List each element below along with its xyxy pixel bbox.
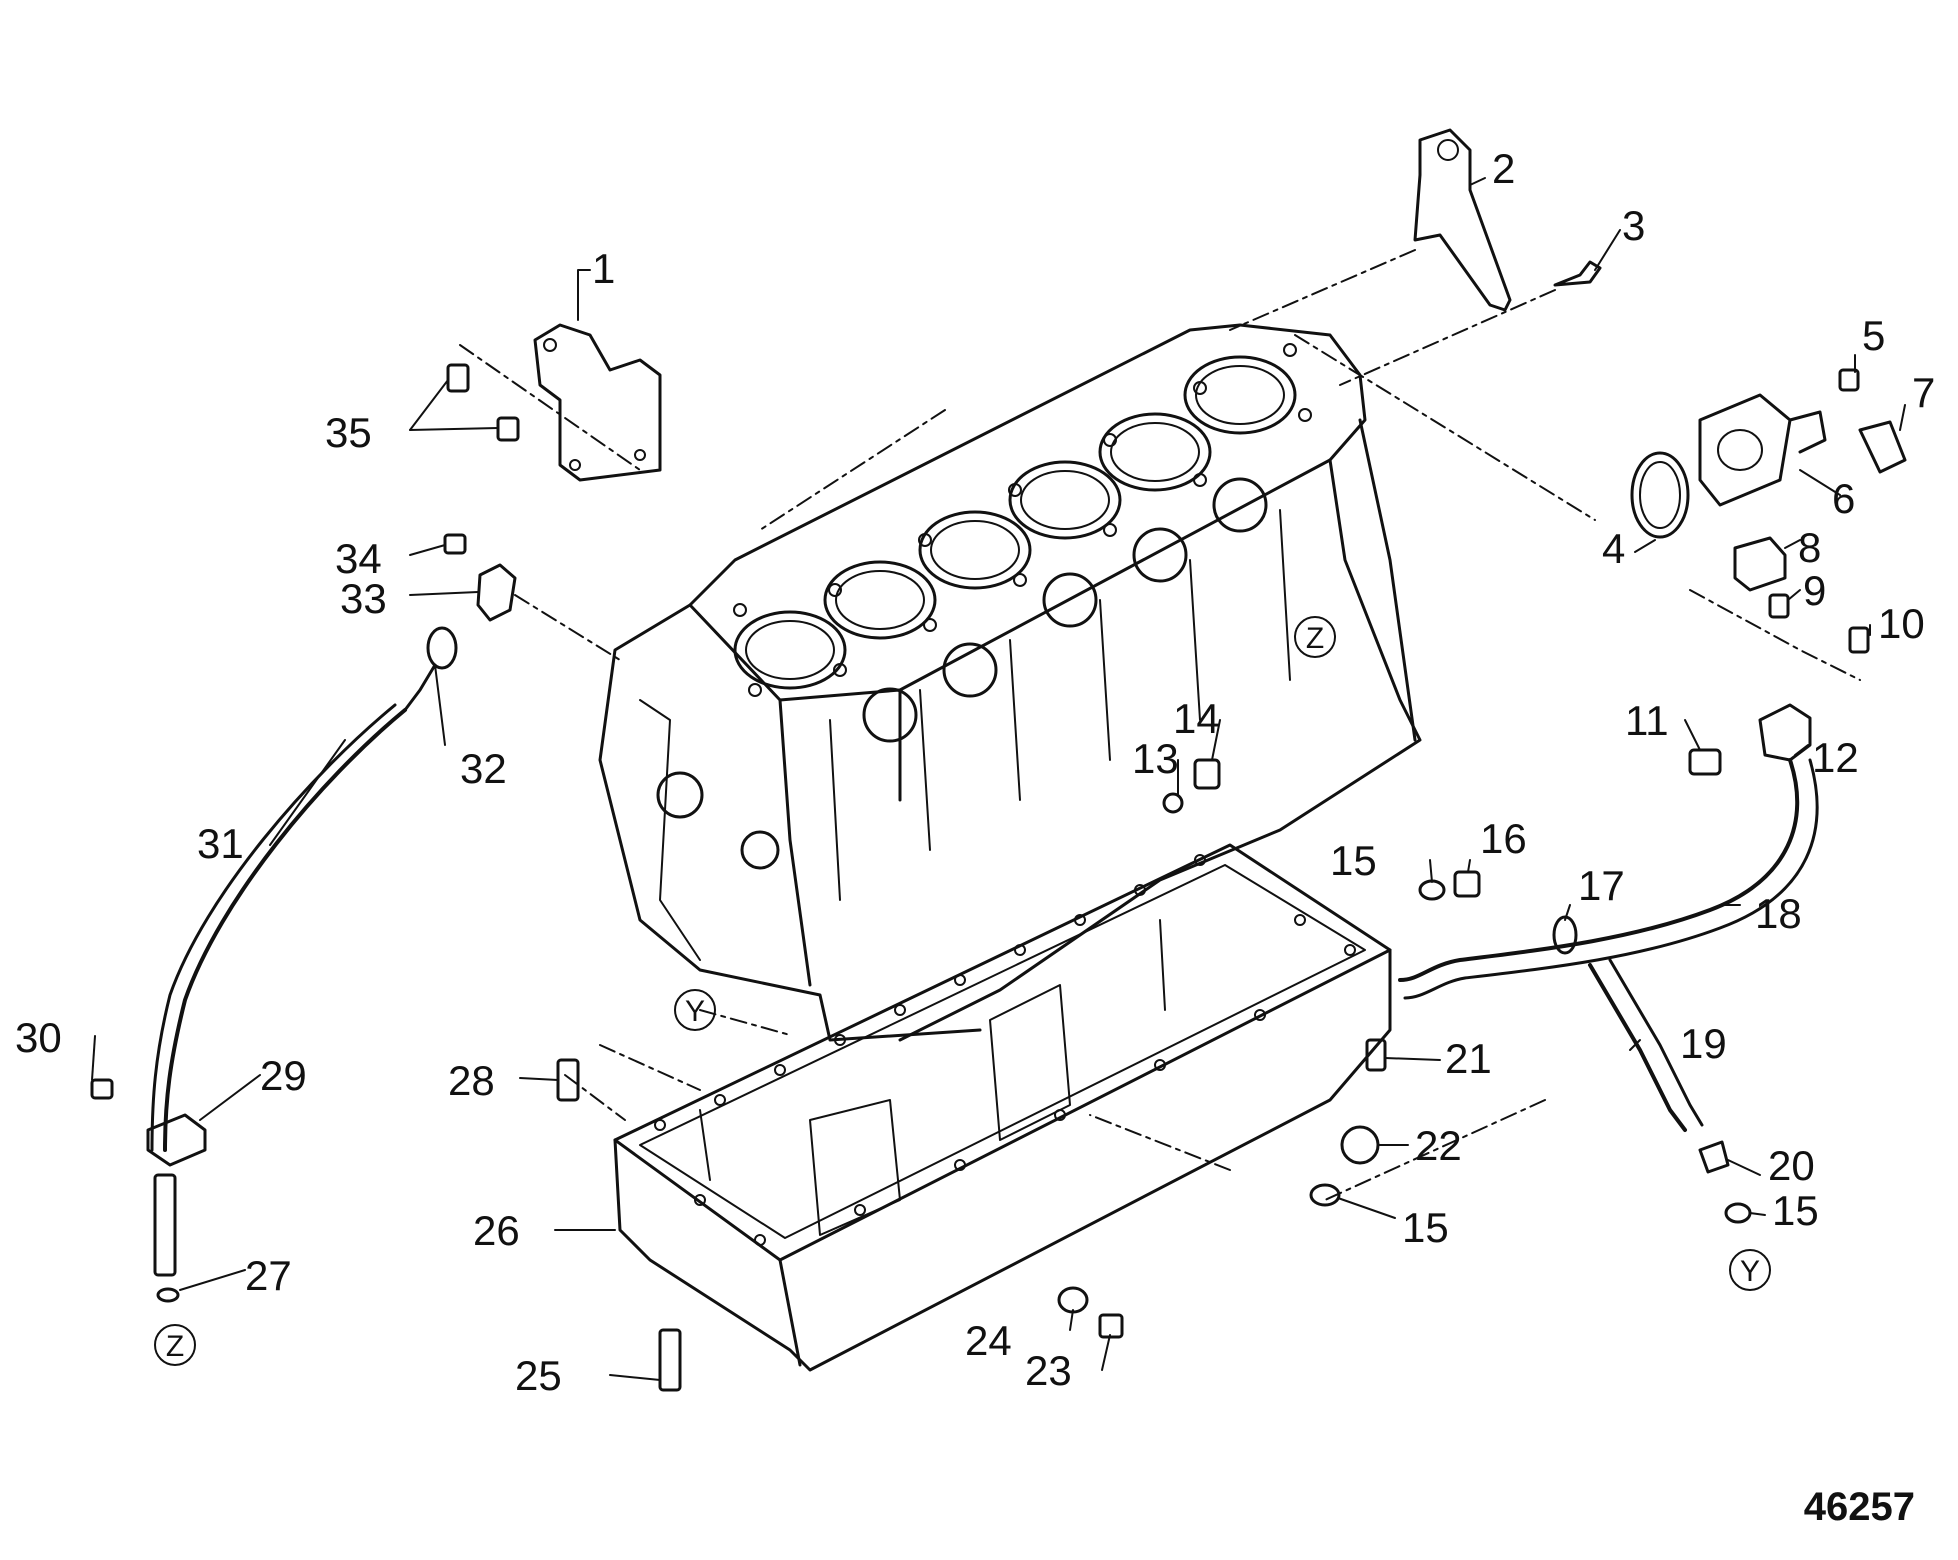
callout-1: 1 bbox=[592, 245, 615, 292]
part-13-washer bbox=[1162, 792, 1184, 814]
callout-24: 24 bbox=[965, 1317, 1012, 1364]
callout-33: 33 bbox=[340, 575, 387, 622]
svg-text:Y: Y bbox=[1740, 1255, 1760, 1288]
callout-19: 19 bbox=[1680, 1020, 1727, 1067]
callout-2: 2 bbox=[1492, 145, 1515, 192]
part-20-fitting bbox=[1698, 1140, 1730, 1174]
callout-28: 28 bbox=[448, 1057, 495, 1104]
part-12-elbow bbox=[1758, 703, 1812, 762]
callout-14: 14 bbox=[1173, 695, 1220, 742]
part-24-washer bbox=[1057, 1286, 1089, 1314]
callout-18: 18 bbox=[1755, 890, 1802, 937]
callout-15-c: 15 bbox=[1772, 1187, 1819, 1234]
callout-13: 13 bbox=[1132, 735, 1179, 782]
part-5-screw bbox=[1838, 368, 1860, 392]
part-18-pipe bbox=[1398, 758, 1819, 1000]
part-31-dipstick-tube bbox=[150, 703, 407, 1152]
ref-marker-y-bottom: Y bbox=[1729, 1249, 1771, 1291]
callout-23: 23 bbox=[1025, 1347, 1072, 1394]
svg-text:Z: Z bbox=[166, 1330, 184, 1363]
oil-pan bbox=[613, 843, 1392, 1372]
part-25-bolt bbox=[658, 1328, 682, 1392]
part-10-bolt bbox=[1848, 626, 1870, 654]
part-1-mount-bracket bbox=[533, 323, 662, 482]
part-23-plug bbox=[1098, 1313, 1124, 1339]
ref-marker-z-dipstick: Z bbox=[154, 1324, 196, 1366]
callout-4: 4 bbox=[1602, 525, 1625, 572]
engine-block bbox=[598, 323, 1422, 1042]
callout-15-b: 15 bbox=[1402, 1204, 1449, 1251]
leader-lines bbox=[91, 177, 1906, 1381]
callout-32: 32 bbox=[460, 745, 507, 792]
callout-35: 35 bbox=[325, 409, 372, 456]
part-29-clamp bbox=[146, 1113, 207, 1167]
svg-text:Z: Z bbox=[1306, 622, 1324, 655]
part-2-lift-bracket bbox=[1413, 128, 1512, 312]
part-6-adapter bbox=[1698, 393, 1827, 507]
callout-12: 12 bbox=[1812, 734, 1859, 781]
callout-6: 6 bbox=[1832, 475, 1855, 522]
figure-number: 46257 bbox=[1804, 1485, 1915, 1529]
svg-text:Y: Y bbox=[685, 995, 705, 1028]
part-19-pipe bbox=[1588, 958, 1704, 1132]
callout-10: 10 bbox=[1878, 600, 1925, 647]
callout-17: 17 bbox=[1578, 862, 1625, 909]
part-8-clamp bbox=[1733, 536, 1787, 592]
part-28-bolt bbox=[556, 1058, 580, 1102]
callout-22: 22 bbox=[1415, 1122, 1462, 1169]
part-32-dipstick-handle bbox=[403, 626, 458, 712]
part-33-flange bbox=[476, 563, 517, 622]
part-3-bolt bbox=[1553, 260, 1602, 287]
part-34-bolt bbox=[443, 533, 467, 555]
ref-marker-y-top: Y bbox=[674, 989, 716, 1031]
part-16-plug bbox=[1453, 870, 1481, 898]
callout-labels: 1 2 3 4 5 6 7 8 9 10 11 12 13 14 15 15 1… bbox=[15, 145, 1935, 1399]
callout-26: 26 bbox=[473, 1207, 520, 1254]
ref-marker-z-block: Z bbox=[1294, 616, 1336, 658]
callout-31: 31 bbox=[197, 820, 244, 867]
callout-34: 34 bbox=[335, 535, 382, 582]
part-27-seal bbox=[153, 1173, 180, 1303]
part-22-plug bbox=[1340, 1125, 1380, 1165]
callout-29: 29 bbox=[260, 1052, 307, 1099]
part-9-bolt bbox=[1768, 593, 1790, 619]
callout-11: 11 bbox=[1625, 697, 1669, 744]
part-4-gasket bbox=[1630, 451, 1690, 539]
callout-9: 9 bbox=[1803, 567, 1826, 614]
part-30-bolt bbox=[90, 1078, 114, 1100]
part-11-bolt bbox=[1688, 748, 1722, 776]
callout-5: 5 bbox=[1862, 312, 1885, 359]
callout-20: 20 bbox=[1768, 1142, 1815, 1189]
callout-25: 25 bbox=[515, 1352, 562, 1399]
callout-3: 3 bbox=[1622, 202, 1645, 249]
part-21-bolt bbox=[1365, 1038, 1387, 1072]
callout-30: 30 bbox=[15, 1014, 62, 1061]
callout-16: 16 bbox=[1480, 815, 1527, 862]
callout-15-a: 15 bbox=[1330, 837, 1377, 884]
callout-8: 8 bbox=[1798, 524, 1821, 571]
part-14-plug bbox=[1193, 758, 1221, 790]
reference-markers: Y Y Z Z bbox=[154, 616, 1771, 1366]
assembly-centerlines bbox=[459, 249, 1861, 1201]
callout-21: 21 bbox=[1445, 1035, 1492, 1082]
part-7-plug bbox=[1858, 420, 1907, 474]
callout-7: 7 bbox=[1912, 369, 1935, 416]
callout-27: 27 bbox=[245, 1252, 292, 1299]
